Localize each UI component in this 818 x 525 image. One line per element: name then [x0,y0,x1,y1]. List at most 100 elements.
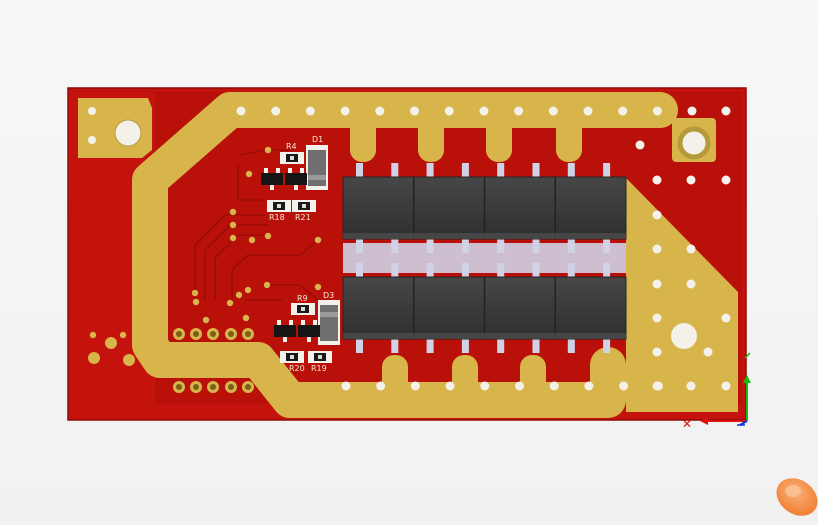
axis-x-marker: ✕ [682,417,692,431]
connector-pad [88,352,100,364]
top-pad [305,106,315,116]
right-pad [686,279,696,289]
resistor-r4[interactable] [280,152,304,164]
relay-lead [391,163,399,177]
via [226,299,234,307]
orange-blob-cursor-icon [776,478,818,516]
via-holes [89,146,322,339]
resistor-group [267,152,332,363]
top-pad [687,106,697,116]
right-pad [703,347,713,357]
relay-lead [567,339,575,353]
right-pad [652,347,662,357]
mounting-pad-top-left [78,98,152,158]
bottom-pad [445,381,455,391]
via [242,314,250,322]
right-pad-grid [635,140,731,391]
right-pad [652,210,662,220]
via [263,281,271,289]
top-pad [236,106,246,116]
relay-lead [532,339,540,353]
via [314,236,322,244]
pcb-board[interactable]: R4 D1 R18 R21 R9 D3 R20 R19 [67,87,747,421]
transistor-q3[interactable] [274,320,296,342]
left-connector-pads [88,107,254,393]
right-pad [652,175,662,185]
relay-lead [356,163,363,177]
relay-base [343,333,626,339]
top-pad [583,106,593,116]
designator-r9: R9 [297,294,308,303]
relay-base [343,233,626,239]
via [229,234,237,242]
relay-lead [497,163,505,177]
via [229,208,237,216]
transistor-q1[interactable] [261,168,283,190]
relay-array [342,163,627,353]
connector-pad-hole [193,331,199,337]
connector-pad [123,354,135,366]
pad [88,136,96,144]
relay-lead [603,339,611,353]
bottom-pad [376,381,386,391]
relay-lead [356,339,363,353]
axis-triad[interactable]: ✕ [682,352,751,431]
via [229,221,237,229]
via [264,146,272,154]
right-pad [635,140,645,150]
top-pad [444,106,454,116]
signal-traces [194,149,319,301]
resistor-r21[interactable] [292,200,316,212]
transistor-q4[interactable] [298,320,320,342]
top-pad [410,106,419,116]
right-pad [721,313,731,323]
diode-d3[interactable] [318,300,340,345]
bottom-pad [515,381,524,391]
diode-d1[interactable] [306,145,328,190]
bottom-pad [549,381,559,391]
designator-r21: R21 [295,213,311,222]
connector-pad-hole [245,384,251,390]
resistor-r9[interactable] [291,303,315,315]
relay-lead [426,339,434,353]
via [202,316,210,324]
relay-lead [461,339,469,353]
relay-lead [603,163,611,177]
connector-pad-hole [210,384,216,390]
designator-r20: R20 [289,364,305,373]
mounting-hole-bottom-right[interactable] [671,323,697,349]
transistor-q2[interactable] [285,168,307,190]
designator-d1: D1 [312,135,323,144]
top-pad [271,106,281,116]
right-pad [652,244,662,254]
via [244,286,252,294]
top-pad [652,106,662,116]
designator-d3: D3 [323,291,334,300]
axis-y-arrow [743,375,751,383]
top-pad-row [236,106,731,116]
via [235,291,243,299]
bottom-pad [341,381,351,391]
right-pad [721,381,731,391]
resistor-r20[interactable] [280,351,304,363]
connector-pad [105,337,117,349]
top-pad [340,106,350,116]
relay-lead-band [343,243,626,273]
bottom-pin-fingers [382,355,616,399]
relay-lead [461,163,469,177]
right-pad [652,279,662,289]
mounting-hole-top-left[interactable] [114,119,142,147]
right-pad [686,381,696,391]
relay-lead [391,339,399,353]
connector-pad-hole [176,331,182,337]
via [248,236,256,244]
resistor-r19[interactable] [308,351,332,363]
mounting-hole-top-right[interactable] [677,126,711,160]
resistor-r18[interactable] [267,200,291,212]
relay-lead [532,163,540,177]
via [191,289,199,297]
top-pad [514,106,524,116]
connector-pad-hole [228,331,234,337]
via [314,283,322,291]
